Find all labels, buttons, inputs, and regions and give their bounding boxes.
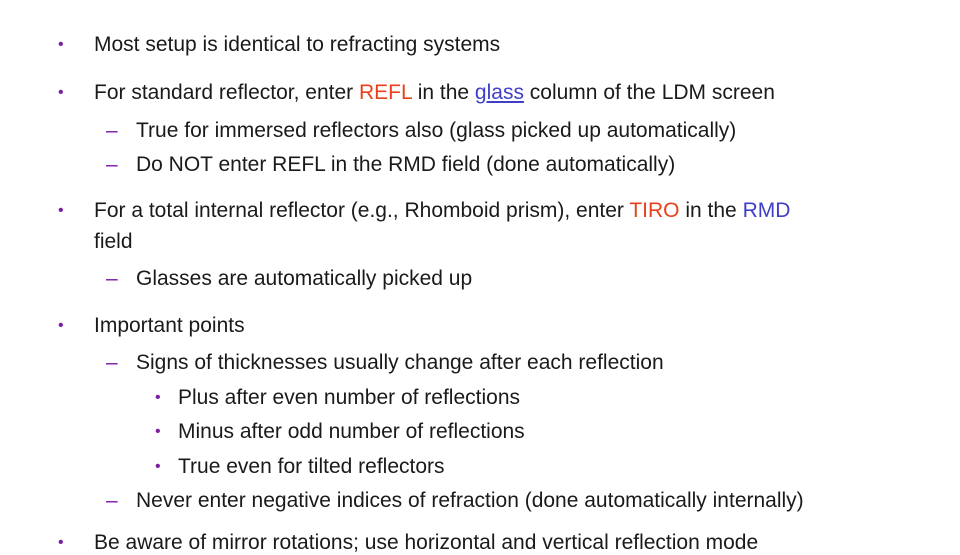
glass-link[interactable]: glass	[474, 81, 524, 104]
bullet-text-partial: Be aware of mirror rotations; use horizo…	[94, 531, 759, 554]
sub-bullet-marker: –	[106, 153, 118, 176]
sub-sub-bullet-marker: •	[155, 423, 161, 440]
text: For standard reflector, enter	[94, 81, 359, 104]
text: For a total internal reflector (e.g., Rh…	[94, 199, 630, 222]
bullet-text-important: Important points	[94, 314, 245, 337]
sub-bullet-text: Never enter negative indices of refracti…	[136, 489, 804, 512]
sub-sub-bullet-text: Plus after even number of reflections	[178, 386, 521, 409]
sub-sub-bullet-marker: •	[155, 389, 161, 406]
sub-sub-bullet-text: True even for tilted reflectors	[178, 455, 445, 478]
text: in the	[411, 81, 475, 104]
sub-bullet-marker: –	[106, 267, 118, 290]
sub-sub-bullet-text: Minus after odd number of reflections	[178, 420, 525, 443]
sub-bullet-text: Signs of thicknesses usually change afte…	[136, 351, 664, 374]
sub-bullet-text: Glasses are automatically picked up	[136, 267, 473, 290]
sub-sub-bullet-marker: •	[155, 458, 161, 475]
bullet-text-continuation: field	[94, 230, 133, 253]
keyword-rmd: RMD	[742, 199, 791, 222]
text: column of the LDM screen	[523, 81, 775, 104]
sub-bullet-marker: –	[106, 489, 118, 512]
bullet-text-setup: Most setup is identical to refracting sy…	[94, 33, 501, 56]
bullet-marker: •	[58, 36, 64, 53]
keyword-refl: REFL	[358, 81, 412, 104]
bullet-marker: •	[58, 534, 64, 551]
text: in the	[679, 199, 743, 222]
bullet-marker: •	[58, 84, 64, 101]
keyword-tiro: TIRO	[629, 199, 680, 222]
sub-bullet-text: True for immersed reflectors also (glass…	[136, 119, 737, 142]
sub-bullet-text: Do NOT enter REFL in the RMD field (done…	[136, 153, 676, 176]
bullet-text-tiro: For a total internal reflector (e.g., Rh…	[94, 198, 790, 223]
sub-bullet-marker: –	[106, 351, 118, 374]
sub-bullet-marker: –	[106, 119, 118, 142]
bullet-text-refl: For standard reflector, enter REFL in th…	[94, 80, 775, 105]
bullet-marker: •	[58, 202, 64, 219]
bullet-marker: •	[58, 317, 64, 334]
